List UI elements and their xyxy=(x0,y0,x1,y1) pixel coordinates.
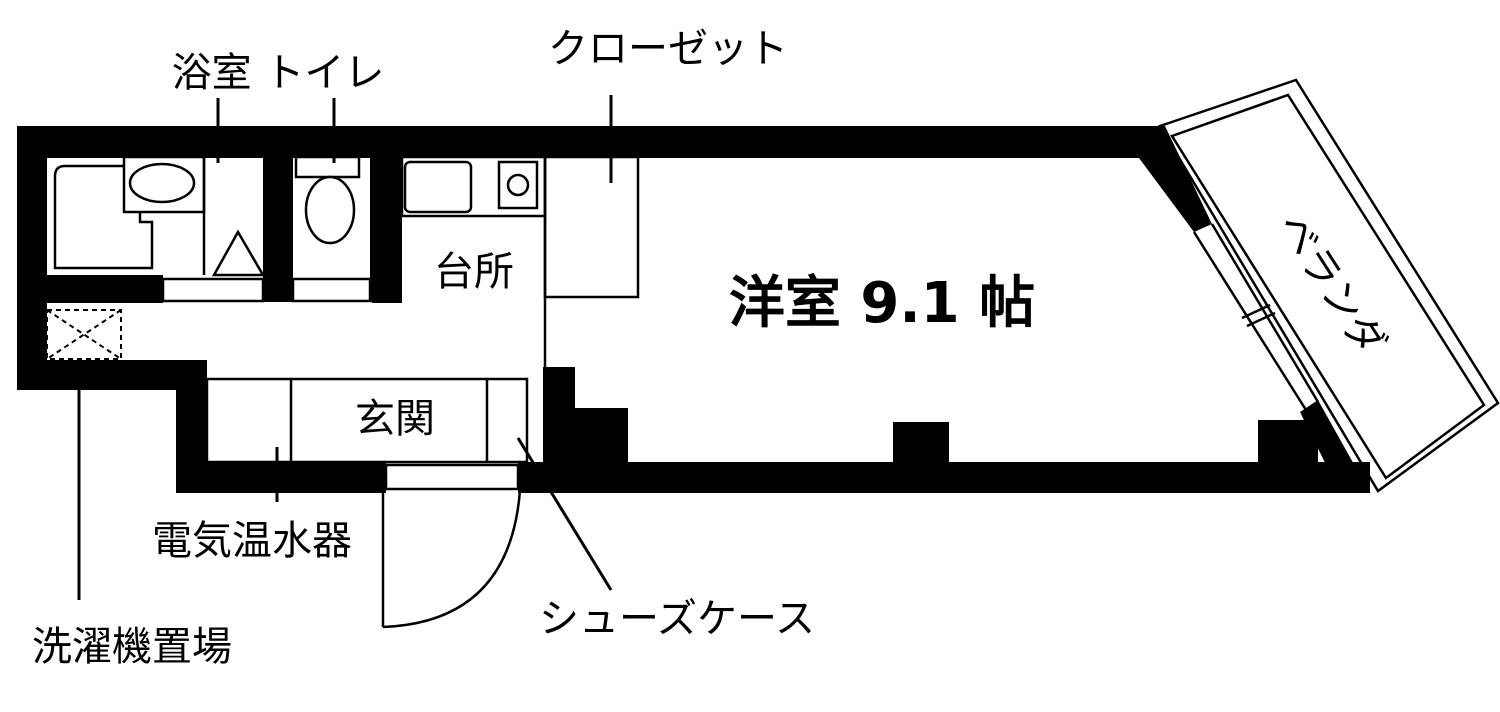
veranda xyxy=(1158,78,1500,493)
washbasin-bowl xyxy=(128,162,196,204)
closet xyxy=(543,155,640,299)
label-kitchen: 台所 xyxy=(434,249,514,295)
label-shoe-case: シューズケース xyxy=(539,596,815,642)
window xyxy=(1192,223,1320,411)
stove-burner xyxy=(506,173,530,197)
toilet xyxy=(291,155,372,303)
washer-space xyxy=(46,309,122,360)
entrance xyxy=(205,377,529,464)
label-western-room: 洋室 9.1 帖 xyxy=(729,271,1035,336)
toilet-bowl xyxy=(304,175,356,245)
vent-triangle xyxy=(211,229,266,277)
bathroom xyxy=(53,155,266,303)
label-water-heater: 電気温水器 xyxy=(152,518,352,564)
leader-lines xyxy=(77,95,613,600)
label-closet: クローゼット xyxy=(548,26,788,72)
entrance-door xyxy=(381,463,522,629)
label-bath-toilet: 浴室 トイレ xyxy=(172,50,385,96)
label-washer-space: 洗濯機置場 xyxy=(32,624,232,670)
label-entrance: 玄関 xyxy=(355,396,435,442)
walls xyxy=(17,126,1370,493)
